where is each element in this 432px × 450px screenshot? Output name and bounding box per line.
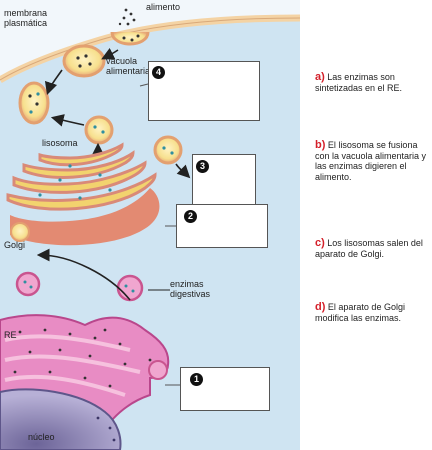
statement-c: c) Los lisosomas salen del aparato de Go… <box>315 238 427 259</box>
statement-c-letter: c) <box>315 237 325 249</box>
label-membrane: membrana plasmática <box>4 8 48 28</box>
statement-d: d) El aparato de Golgi modifica las enzi… <box>315 302 427 323</box>
label-food: alimento <box>146 2 181 12</box>
nucleus <box>0 388 122 450</box>
box-number-4: 4 <box>152 66 165 79</box>
lysosome <box>84 115 114 145</box>
box-number-2: 2 <box>184 210 197 223</box>
transport-vesicle-left <box>15 271 41 297</box>
transport-vesicle-right <box>116 274 144 302</box>
label-nucleus: núcleo <box>28 432 55 442</box>
statement-a: a) Las enzimas son sintetizadas en el RE… <box>315 72 427 93</box>
golgi-vesicle <box>153 135 183 165</box>
statement-b-letter: b) <box>315 139 326 151</box>
statement-a-letter: a) <box>315 71 325 83</box>
statement-d-letter: d) <box>315 301 326 313</box>
box-number-3: 3 <box>196 160 209 173</box>
statement-d-text: El aparato de Golgi modifica las enzimas… <box>315 302 405 323</box>
endocytosis-vesicle <box>110 31 150 46</box>
statement-b: b) El lisosoma se fusiona con la vacuola… <box>315 140 427 182</box>
fused-vesicle <box>18 81 50 125</box>
label-digestive-enzymes: enzimas digestivas <box>170 279 211 299</box>
golgi-apparatus <box>6 142 160 246</box>
box-number-1: 1 <box>190 373 203 386</box>
food-particles <box>118 8 136 26</box>
statement-b-text: El lisosoma se fusiona con la vacuola al… <box>315 140 427 182</box>
food-vacuole <box>62 44 106 78</box>
label-er: RE <box>4 330 17 340</box>
statement-a-text: Las enzimas son sintetizadas en el RE. <box>315 72 403 93</box>
label-food-vacuole: vacuola alimentaria <box>106 56 151 76</box>
label-lysosome: lisosoma <box>42 138 78 148</box>
answer-box-4[interactable] <box>148 61 260 121</box>
statement-c-text: Los lisosomas salen del aparato de Golgi… <box>315 238 423 259</box>
label-golgi: Golgi <box>4 240 26 250</box>
